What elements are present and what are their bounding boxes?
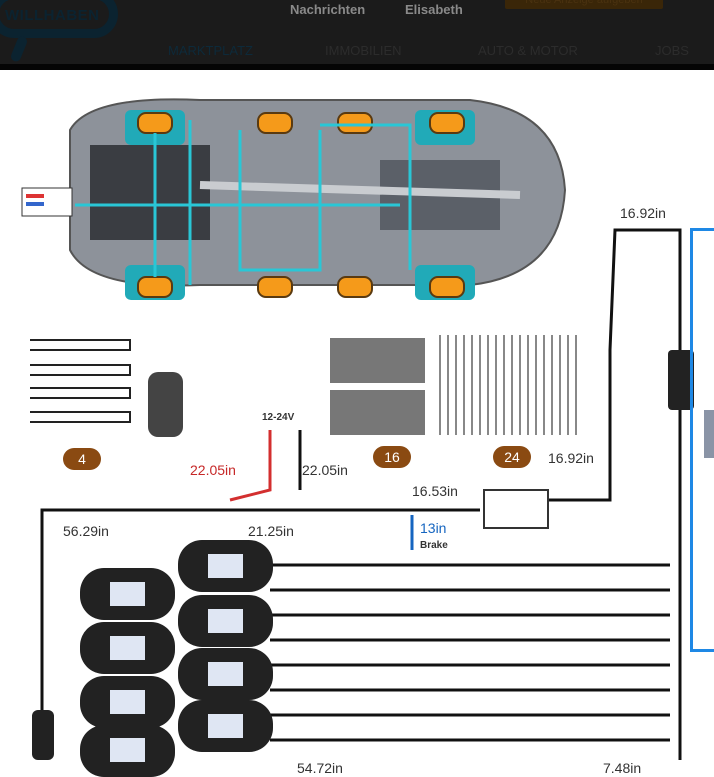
bolts xyxy=(330,338,425,435)
nav-jobs[interactable]: JOBS xyxy=(655,43,689,58)
header-divider xyxy=(0,64,714,70)
cable-ties xyxy=(439,335,577,435)
willhaben-logo[interactable]: WILLHABEN xyxy=(0,0,118,38)
ties-count: 24 xyxy=(493,446,531,468)
label-controller-cable: 16.53in xyxy=(412,483,458,499)
label-black-cable: 22.05in xyxy=(302,462,348,478)
label-top-cable: 16.92in xyxy=(620,205,666,221)
wiring xyxy=(40,228,682,760)
label-brake: Brake xyxy=(420,540,448,551)
label-mid-cable: 21.25in xyxy=(248,523,294,539)
site-header: WILLHABEN Nachrichten Elisabeth Neue Anz… xyxy=(0,0,714,64)
product-illustration xyxy=(21,98,694,777)
car-underside xyxy=(21,98,567,300)
led-pods xyxy=(80,540,273,777)
remote-control xyxy=(148,372,183,437)
messages-link[interactable]: Nachrichten xyxy=(290,2,366,17)
main-control-box xyxy=(668,350,694,410)
label-voltage: 12-24V xyxy=(262,412,295,423)
user-menu[interactable]: Elisabeth xyxy=(405,2,463,17)
label-side-cable: 16.92in xyxy=(548,450,594,466)
adapters-count: 4 xyxy=(63,448,101,470)
label-bottom-right: 7.48in xyxy=(603,760,642,776)
selection-bracket xyxy=(690,228,714,652)
controller-box xyxy=(483,489,549,529)
label-brake-cable: 13in xyxy=(420,520,447,536)
label-bottom-cable: 54.72in xyxy=(297,760,343,776)
nav-immobilien[interactable]: IMMOBILIEN xyxy=(325,43,402,58)
nav-marktplatz[interactable]: MARKTPLATZ xyxy=(168,43,253,58)
bolts-count: 16 xyxy=(373,446,411,468)
nav-auto-motor[interactable]: AUTO & MOTOR xyxy=(478,43,578,58)
new-ad-button[interactable]: Neue Anzeige aufgeben xyxy=(505,0,663,9)
switch xyxy=(32,710,54,760)
adapter-cables xyxy=(30,339,131,423)
label-left-cable: 56.29in xyxy=(63,523,109,539)
logo-tail xyxy=(9,35,29,63)
label-red-cable: 22.05in xyxy=(190,462,236,478)
scrollbar-thumb[interactable] xyxy=(704,410,714,458)
